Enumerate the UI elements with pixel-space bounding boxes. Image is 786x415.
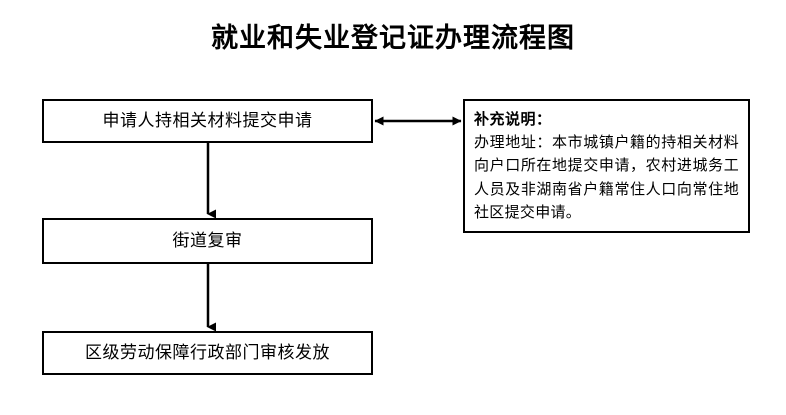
page-title: 就业和失业登记证办理流程图	[211, 23, 575, 54]
flow-step-district-issue-label: 区级劳动保障行政部门审核发放	[85, 342, 330, 363]
flow-step-street-review-label: 街道复审	[172, 230, 243, 251]
supplementary-note-box[interactable]: 补充说明： 办理地址：本市城镇户籍的持相关材料向户口所在地提交申请，农村进城务工…	[463, 99, 750, 233]
flow-step-apply[interactable]: 申请人持相关材料提交申请	[42, 99, 373, 143]
flow-step-street-review[interactable]: 街道复审	[42, 218, 373, 264]
note-body-text: 办理地址：本市城镇户籍的持相关材料向户口所在地提交申请，农村进城务工人员及非湖南…	[474, 133, 739, 221]
flow-step-apply-label: 申请人持相关材料提交申请	[102, 110, 313, 131]
flow-step-district-issue[interactable]: 区级劳动保障行政部门审核发放	[42, 331, 373, 375]
note-heading: 补充说明：	[474, 110, 552, 128]
